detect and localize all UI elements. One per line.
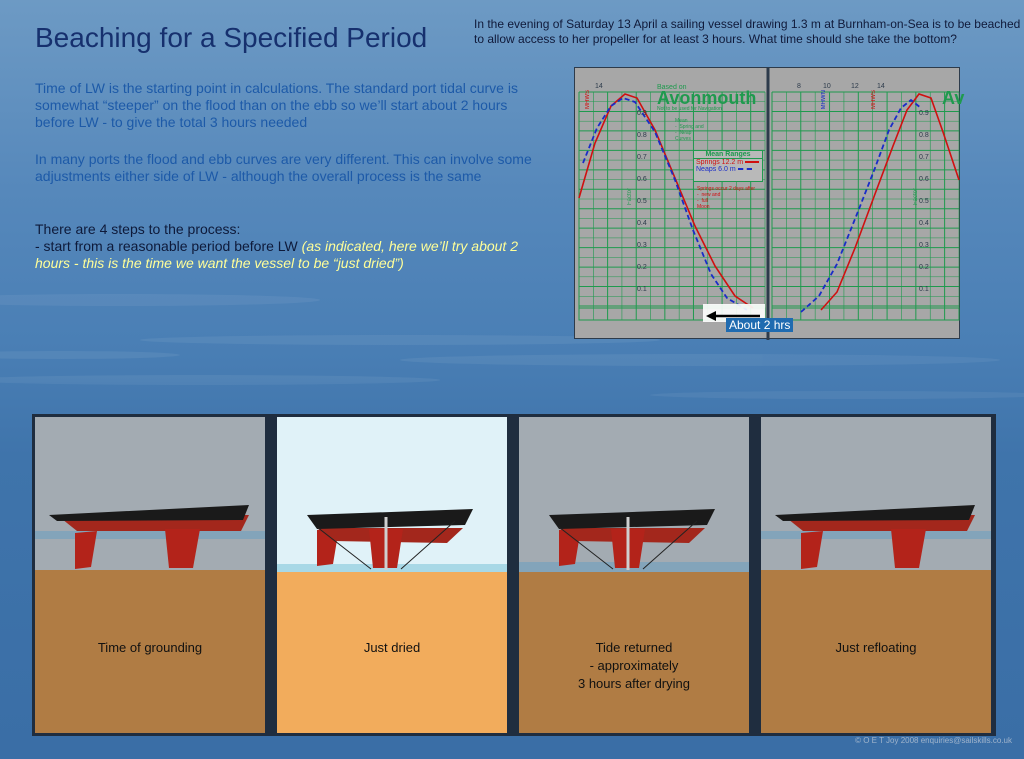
factor-tick-0.9-right: 0.9: [919, 110, 929, 117]
top-tick-right-3: 14: [877, 83, 885, 90]
top-tick-right-2: 12: [851, 83, 859, 90]
step-one-text: - start from a reasonable period before …: [35, 238, 302, 254]
stage-tide-returned: [519, 417, 749, 733]
step-one-note: (as indicated, here we’ll try about 2 ho…: [35, 238, 518, 271]
top-tick-right-0: 8: [797, 83, 801, 90]
lw-highlight: [703, 304, 765, 322]
page-title: Beaching for a Specified Period: [35, 22, 428, 53]
caption-tide-returned: Tide returned - approximately 3 hours af…: [577, 640, 690, 691]
springs-curve-ebb: [578, 93, 754, 309]
copyright-footer: © O E T Joy 2008 enquiries@sailskills.co…: [855, 736, 1012, 745]
steps-heading: There are 4 steps to the process:: [35, 221, 241, 237]
time-scale-band: [771, 307, 960, 321]
chart-grid-right: [771, 91, 960, 321]
paragraph-lw-start: Time of LW is the starting point in calc…: [35, 80, 518, 130]
factor-tick-0.7-left: 0.7: [637, 154, 647, 161]
port-name-left: Avonmouth: [657, 88, 757, 108]
factor-tick-0.3-right: 0.3: [919, 242, 929, 249]
port-name-right: Av: [942, 88, 965, 108]
paragraph-flood-ebb: In many ports the flood and ebb curves a…: [35, 151, 532, 184]
factor-tick-0.8-left: 0.8: [637, 132, 647, 139]
factor-tick-0.4-left: 0.4: [637, 220, 647, 227]
two-hours-arrow-head: [706, 311, 716, 321]
factor-tick-0.4-right: 0.4: [919, 220, 929, 227]
legend-springs: Springs 12.2 m: [694, 159, 762, 166]
legend-neaps: Neaps 6.0 m: [694, 166, 762, 173]
legend-heading: Mean Ranges: [694, 151, 762, 159]
neaps-curve-flood: [800, 98, 922, 313]
stage-time-of-grounding: [35, 417, 265, 733]
caption-time-of-grounding: Time of grounding: [97, 640, 203, 655]
springs-curve-flood: [820, 93, 960, 311]
chart-grid-left: [578, 91, 766, 321]
based-on-label: Based on: [657, 84, 687, 91]
factor-tick-0.5-right: 0.5: [919, 198, 929, 205]
paragraph-steps: There are 4 steps to the process: - star…: [35, 221, 550, 272]
factor-tick-0.6-right: 0.6: [919, 176, 929, 183]
caption-just-refloating: Just refloating: [835, 640, 917, 655]
factor-tick-0.7-right: 0.7: [919, 154, 929, 161]
stage-just-refloating: [761, 417, 991, 733]
factor-tick-0.1-right: 0.1: [919, 286, 929, 293]
about-two-hours-label: About 2 hrs: [726, 318, 794, 332]
factor-tick-0.6-left: 0.6: [637, 176, 647, 183]
beaching-stages-panel: Time of grounding Just dried Tide return…: [32, 414, 996, 736]
mhwn-label: MHWN: [821, 90, 827, 110]
caption-just-dried: Just dried: [363, 640, 421, 655]
top-tick-right-1: 10: [823, 83, 831, 90]
factor-tick-0.9-left: 0.9: [637, 110, 647, 117]
mhws-label-left: MHWS: [585, 90, 591, 109]
factor-tick-0.2-left: 0.2: [637, 264, 647, 271]
factor-label-left: Factor: [627, 188, 633, 206]
springs-note: Springs occur 2 days after - new and - f…: [697, 186, 756, 210]
intro-text: In the evening of Saturday 13 April a sa…: [474, 17, 1021, 46]
neaps-curve-ebb: [582, 97, 748, 311]
factor-tick-0.2-right: 0.2: [919, 264, 929, 271]
mhws-label-right: MHWS: [871, 90, 877, 109]
top-tick-left-0: 14: [595, 83, 603, 90]
factor-tick-0.1-left: 0.1: [637, 286, 647, 293]
factor-tick-0.8-right: 0.8: [919, 132, 929, 139]
factor-tick-0.3-left: 0.3: [637, 242, 647, 249]
not-for-navigation: Not to be used for Navigation: [657, 106, 722, 112]
tidal-curve-svg: [578, 68, 960, 340]
tidal-curve-chart: Based on Avonmouth Not to be used for Na…: [574, 67, 964, 340]
factor-tick-0.5-left: 0.5: [637, 198, 647, 205]
stage-just-dried: [277, 417, 507, 733]
mean-curves-label: Mean - Spring and - Neap Curves: [675, 118, 704, 142]
mean-ranges-legend: Mean Ranges Springs 12.2 m Neaps 6.0 m: [693, 150, 763, 182]
